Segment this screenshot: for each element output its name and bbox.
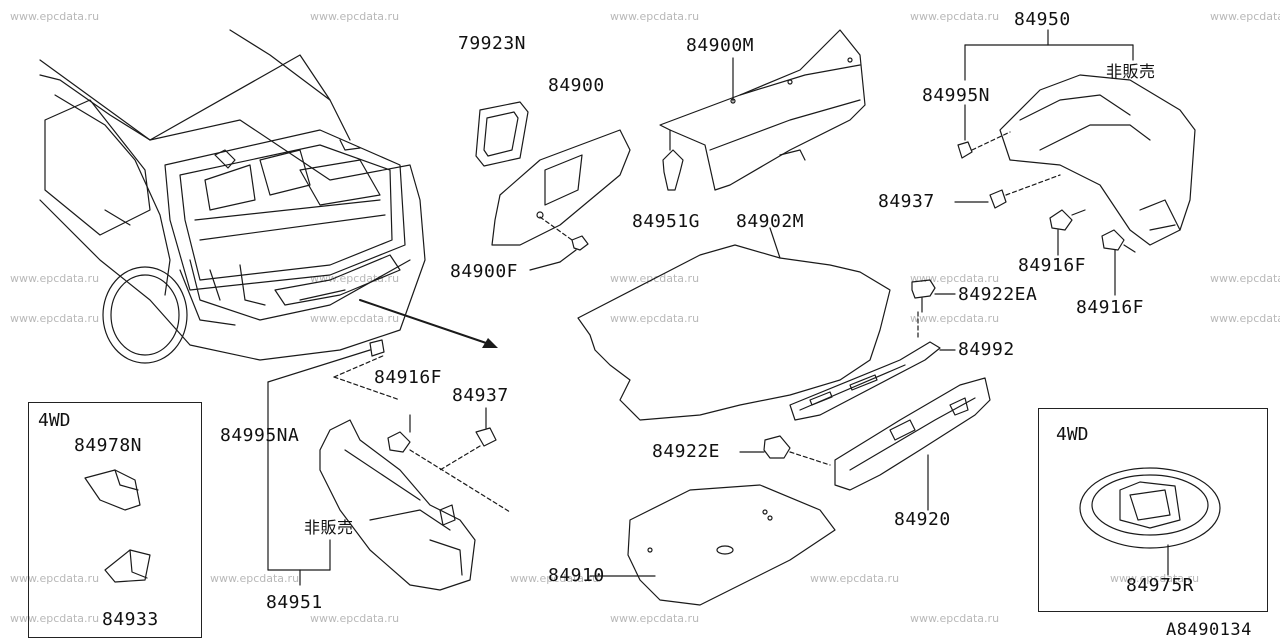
- part-label-84975R[interactable]: 84975R: [1126, 575, 1195, 596]
- watermark: www.epcdata.ru: [1210, 312, 1280, 325]
- watermark: www.epcdata.ru: [610, 10, 700, 23]
- part-84900-trim: [491, 129, 631, 246]
- watermark: www.epcdata.ru: [310, 272, 400, 285]
- watermark: www.epcdata.ru: [10, 312, 100, 325]
- watermark: www.epcdata.ru: [910, 612, 1000, 625]
- part-label-84922EA[interactable]: 84922EA: [958, 284, 1038, 305]
- part-label-84995N[interactable]: 84995N: [922, 85, 991, 106]
- part-label-84900F[interactable]: 84900F: [450, 261, 519, 282]
- vehicle-rear-view: [39, 29, 426, 364]
- part-label-84950[interactable]: 84950: [1014, 9, 1071, 30]
- part-label-84916F[interactable]: 84916F: [1076, 297, 1145, 318]
- part-84978N: [84, 469, 141, 511]
- part-label-84916F[interactable]: 84916F: [1018, 255, 1087, 276]
- part-label-84916F[interactable]: 84916F: [374, 367, 443, 388]
- part-label-84978N[interactable]: 84978N: [74, 435, 143, 456]
- watermark: www.epcdata.ru: [1110, 572, 1200, 585]
- part-84950-side-trim: [999, 74, 1196, 246]
- watermark: www.epcdata.ru: [910, 272, 1000, 285]
- watermark: www.epcdata.ru: [610, 612, 700, 625]
- part-label-84937[interactable]: 84937: [452, 385, 509, 406]
- part-84900M-lid-trim: [659, 29, 866, 191]
- watermark: www.epcdata.ru: [610, 312, 700, 325]
- part-84951-side-trim: [319, 419, 476, 591]
- watermark: www.epcdata.ru: [910, 10, 1000, 23]
- watermark: www.epcdata.ru: [10, 272, 100, 285]
- not-for-sale-label: 非販売: [1106, 62, 1156, 81]
- part-label-84995NA[interactable]: 84995NA: [220, 425, 300, 446]
- part-79923N-seal: [475, 101, 529, 167]
- watermark: www.epcdata.ru: [310, 612, 400, 625]
- inset-title: 4WD: [38, 410, 71, 431]
- part-label-84902M[interactable]: 84902M: [736, 211, 805, 232]
- watermark: www.epcdata.ru: [10, 10, 100, 23]
- part-label-84910[interactable]: 84910: [548, 565, 605, 586]
- part-84933: [104, 549, 151, 583]
- watermark: www.epcdata.ru: [210, 572, 300, 585]
- part-label-84900M[interactable]: 84900M: [686, 35, 755, 56]
- part-84902M-floor-carpet: [577, 244, 891, 421]
- inset-4wd-left: [28, 402, 202, 638]
- part-label-84922E[interactable]: 84922E: [652, 441, 721, 462]
- part-label-84937[interactable]: 84937: [878, 191, 935, 212]
- watermark: www.epcdata.ru: [1210, 10, 1280, 23]
- part-84992-sill-plate: [789, 341, 941, 421]
- watermark: www.epcdata.ru: [510, 572, 600, 585]
- inset-4wd-right: [1038, 408, 1268, 612]
- part-label-84951[interactable]: 84951: [266, 592, 323, 613]
- not-for-sale-label: 非販売: [304, 518, 354, 537]
- watermark: www.epcdata.ru: [310, 312, 400, 325]
- part-label-84920[interactable]: 84920: [894, 509, 951, 530]
- part-84975R: [1079, 467, 1221, 549]
- part-label-79923N[interactable]: 79923N: [458, 33, 527, 54]
- part-label-84900[interactable]: 84900: [548, 75, 605, 96]
- watermark: www.epcdata.ru: [1210, 272, 1280, 285]
- part-84920-finisher: [834, 377, 991, 491]
- watermark: www.epcdata.ru: [10, 612, 100, 625]
- part-84910-tire-cover: [627, 484, 836, 606]
- watermark: www.epcdata.ru: [310, 10, 400, 23]
- part-label-84933[interactable]: 84933: [102, 609, 159, 630]
- inset-title: 4WD: [1056, 424, 1089, 445]
- watermark: www.epcdata.ru: [10, 572, 100, 585]
- watermark: www.epcdata.ru: [910, 312, 1000, 325]
- drawing-id: A8490134: [1166, 620, 1252, 640]
- part-label-84951G[interactable]: 84951G: [632, 211, 701, 232]
- part-label-84992[interactable]: 84992: [958, 339, 1015, 360]
- watermark: www.epcdata.ru: [810, 572, 900, 585]
